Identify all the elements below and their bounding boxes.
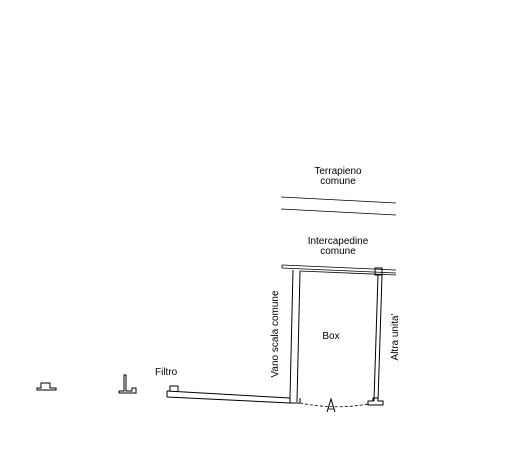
terrapieno-label: Terrapieno comune: [314, 166, 362, 187]
entrance-arrow-icon: [326, 397, 336, 413]
box-top-wall: [281, 264, 397, 276]
terrapieno-lines: [280, 196, 397, 216]
intercapedine-label-line2: comune: [320, 246, 356, 257]
bottom-wall: [166, 385, 291, 404]
left-element: [36, 382, 57, 391]
altra-unita-label: Altra unita': [390, 313, 401, 360]
terrapieno-line-top: [280, 196, 397, 204]
box-door-opening: [299, 402, 369, 408]
terrapieno-label-line1: Terrapieno: [314, 166, 362, 177]
terrapieno-label-line2: comune: [320, 176, 356, 187]
box-label: Box: [322, 331, 339, 342]
intercapedine-label-line1: Intercapedine: [308, 236, 369, 247]
terrapieno-line-bottom: [280, 208, 397, 216]
vano-scala-label: Vano scala comune: [270, 290, 281, 378]
post-bottom-right: [367, 397, 384, 406]
box-right-wall: [373, 274, 383, 402]
filtro-label: Filtro: [155, 367, 178, 378]
column-top-right: [374, 267, 383, 276]
post-bottom-left: [289, 398, 301, 404]
filtro-element: [118, 374, 137, 394]
box-left-wall: [289, 269, 301, 403]
intercapedine-label: Intercapedine comune: [308, 236, 369, 257]
